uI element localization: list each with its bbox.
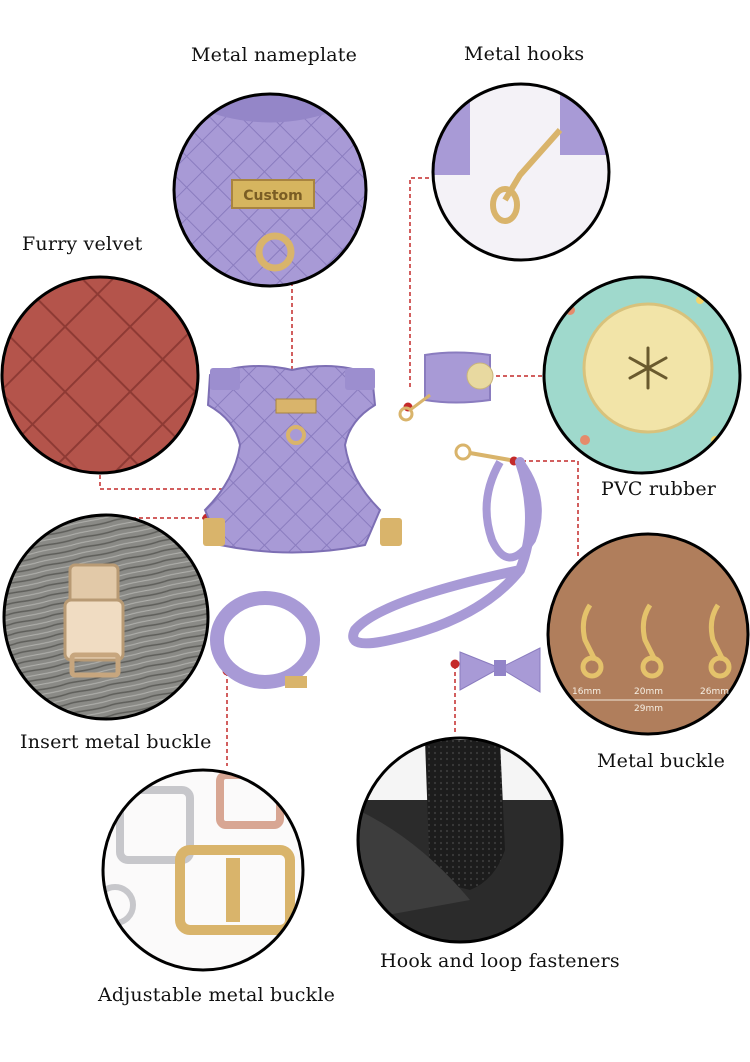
size-label-29mm: 29mm [634, 704, 663, 714]
label-metal-hooks: Metal hooks [464, 43, 585, 65]
label-metal-nameplate: Metal nameplate [191, 44, 358, 66]
size-label-20mm: 20mm [634, 687, 663, 697]
leash-illustration [348, 443, 542, 649]
label-pvc-rubber: PVC rubber [601, 478, 717, 500]
hooks-closeup-photo [431, 82, 611, 262]
callout-dot-hook-loop [450, 659, 460, 669]
label-adjustable-metal-buckle: Adjustable metal buckle [98, 984, 336, 1006]
label-hook-and-loop: Hook and loop fasteners [380, 950, 620, 972]
label-furry-velvet: Furry velvet [22, 233, 143, 255]
nameplate-text: Custom [243, 188, 302, 204]
pvc-rubber-closeup-photo [542, 275, 742, 475]
bag-holder-illustration [398, 351, 494, 422]
bowtie-illustration [459, 647, 541, 693]
label-insert-metal-buckle: Insert metal buckle [20, 731, 212, 753]
metal-buckle-closeup-photo: 16mm 20mm 26mm 29mm [546, 532, 750, 736]
insert-buckle-closeup-photo [2, 513, 210, 721]
callout-line-metal-buckle [515, 460, 579, 558]
adjustable-buckle-closeup-photo [101, 768, 305, 972]
harness-illustration [203, 365, 402, 554]
callout-line-hooks [409, 177, 436, 387]
hook-loop-closeup-photo [356, 736, 564, 944]
nameplate-closeup-photo: Custom [172, 92, 368, 288]
size-label-26mm: 26mm [700, 687, 729, 697]
label-metal-buckle: Metal buckle [597, 750, 726, 772]
velvet-closeup-photo [0, 275, 200, 475]
size-label-16mm: 16mm [572, 687, 601, 697]
collar-illustration [210, 591, 320, 689]
